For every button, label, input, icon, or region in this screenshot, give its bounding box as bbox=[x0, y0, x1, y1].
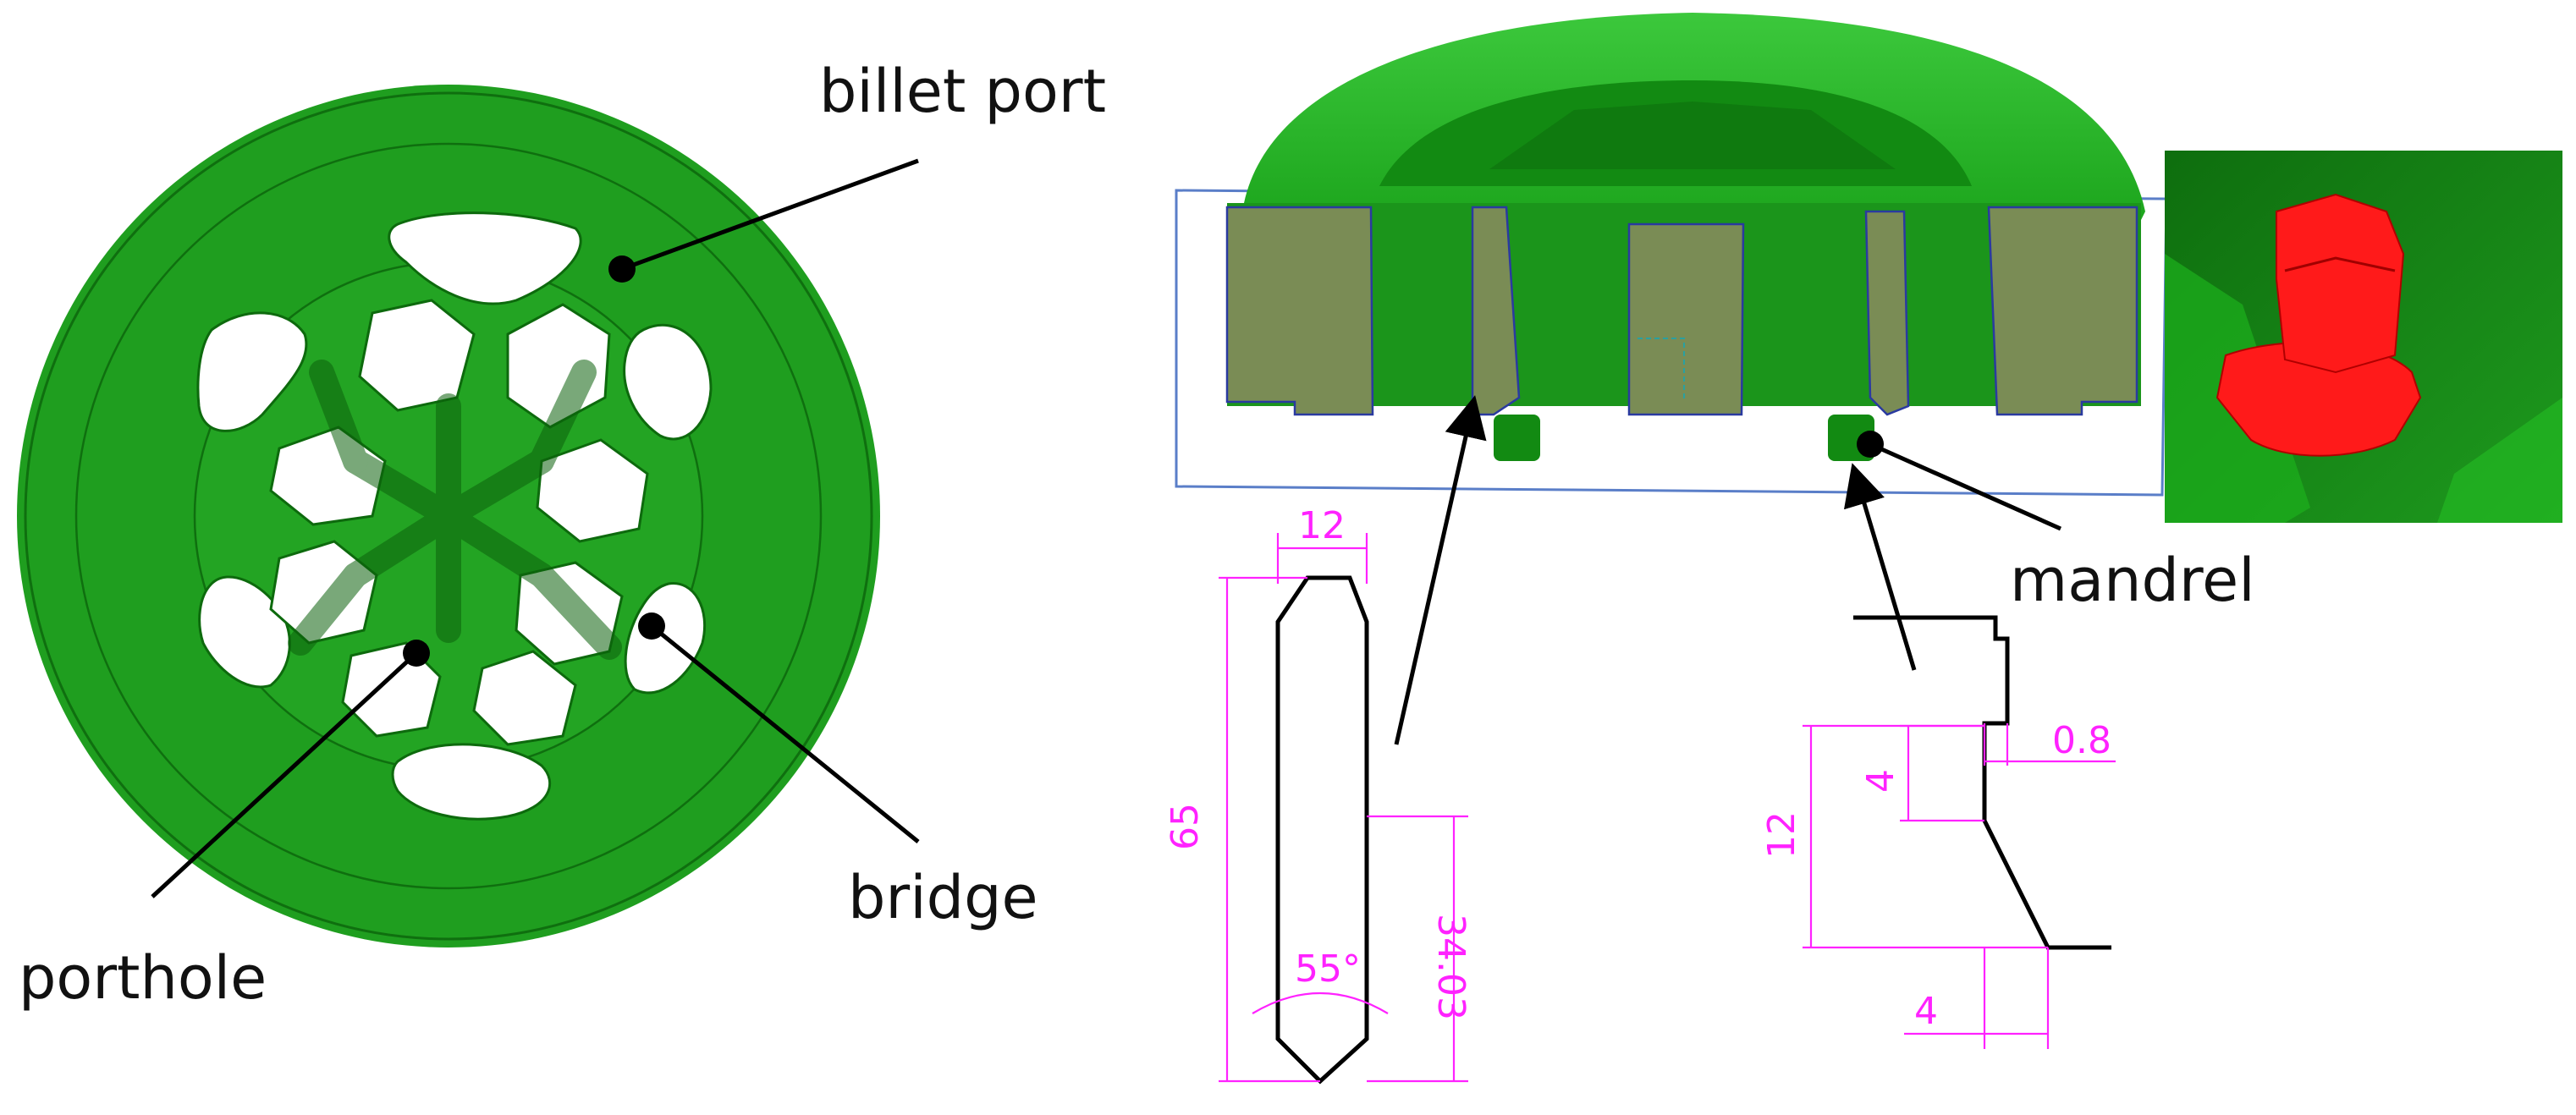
svg-text:12: 12 bbox=[1298, 504, 1346, 547]
outer-portholes bbox=[196, 211, 713, 821]
svg-text:mandrel: mandrel bbox=[2010, 546, 2255, 615]
callout-mandrel: mandrel bbox=[1857, 431, 2255, 615]
svg-text:34.03: 34.03 bbox=[1429, 914, 1472, 1020]
svg-text:bridge: bridge bbox=[848, 863, 1038, 932]
bridge-profile-drawing: 12 65 34.03 55° bbox=[1164, 395, 1487, 1085]
section-faces bbox=[1225, 206, 2138, 416]
callout-billet-port: billet port bbox=[608, 57, 1106, 283]
bridges bbox=[288, 360, 622, 660]
svg-text:65: 65 bbox=[1164, 803, 1207, 850]
svg-text:porthole: porthole bbox=[19, 943, 267, 1013]
callout-porthole: porthole bbox=[19, 640, 430, 1013]
svg-text:billet port: billet port bbox=[819, 57, 1106, 126]
svg-text:0.8: 0.8 bbox=[2052, 719, 2111, 762]
die-section-view bbox=[1175, 13, 2168, 497]
mandrel-profile-drawing: 0.8 4 12 4 bbox=[1760, 463, 2116, 1049]
die-top-view bbox=[17, 85, 880, 947]
mandrel-closeup-inset bbox=[2165, 151, 2562, 523]
svg-text:55°: 55° bbox=[1295, 947, 1361, 991]
callout-bridge: bridge bbox=[638, 612, 1038, 932]
svg-text:12: 12 bbox=[1760, 811, 1803, 859]
svg-text:4: 4 bbox=[1914, 990, 1938, 1033]
svg-text:4: 4 bbox=[1859, 769, 1902, 793]
